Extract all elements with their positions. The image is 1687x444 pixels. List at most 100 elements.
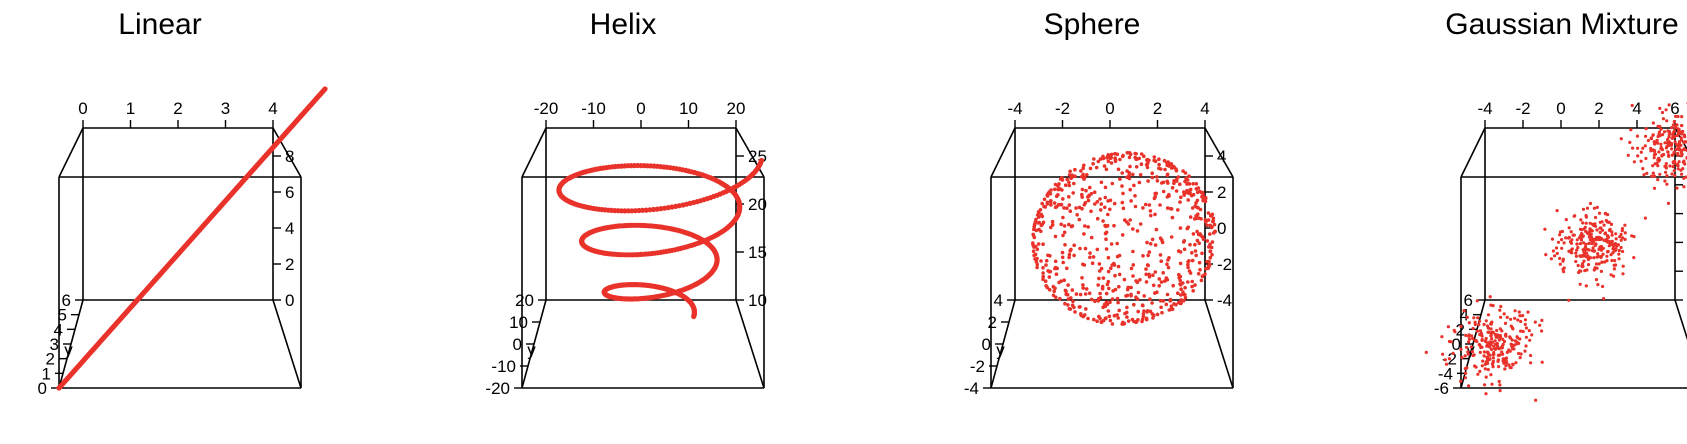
data-point (1683, 162, 1687, 166)
data-point (1081, 283, 1085, 287)
data-point (1497, 338, 1501, 342)
data-point (1082, 177, 1086, 181)
data-point (1208, 255, 1213, 260)
data-point (1581, 207, 1586, 211)
data-point (1161, 271, 1165, 275)
data-point (1032, 227, 1036, 232)
data-point (1487, 352, 1491, 356)
data-point (1523, 349, 1527, 353)
data-point (1672, 119, 1676, 124)
data-point (1048, 191, 1053, 196)
data-point (1489, 347, 1494, 351)
data-point (1483, 339, 1487, 343)
x-tick-label: 0 (1556, 99, 1565, 118)
data-point (1466, 352, 1470, 356)
data-point (1667, 143, 1671, 147)
data-point (1110, 181, 1115, 186)
data-point (1141, 254, 1145, 258)
data-point (1044, 263, 1048, 267)
data-point (1113, 156, 1117, 160)
data-point (1642, 173, 1646, 177)
data-point (1128, 187, 1132, 192)
data-point (1476, 316, 1480, 320)
data-point (1424, 350, 1428, 354)
data-point (1614, 247, 1618, 251)
data-point (1575, 242, 1579, 246)
x-tick-label: 1 (126, 99, 135, 118)
data-point (1099, 266, 1104, 271)
data-point (1499, 315, 1503, 319)
data-point (1125, 315, 1129, 319)
data-point (1500, 329, 1504, 333)
data-point (1198, 268, 1202, 272)
data-point (1602, 297, 1606, 301)
x-tick-label: 0 (1105, 99, 1114, 118)
data-point (1564, 236, 1568, 240)
data-point (1157, 277, 1162, 281)
data-point (1652, 156, 1656, 160)
data-point (1518, 337, 1522, 341)
data-point (1151, 273, 1155, 278)
data-point (1159, 259, 1163, 264)
data-point (1486, 313, 1491, 317)
data-point (1213, 229, 1217, 234)
data-point (1660, 110, 1665, 115)
data-point (1069, 176, 1073, 180)
data-point (1463, 354, 1467, 358)
data-point (1477, 323, 1481, 327)
data-point (1586, 263, 1591, 267)
data-point (1210, 252, 1214, 257)
data-point (1082, 263, 1087, 267)
data-point (1161, 180, 1166, 185)
data-point (1157, 157, 1161, 161)
data-point (1147, 250, 1152, 254)
data-point (1610, 230, 1614, 234)
data-point (1561, 259, 1565, 263)
data-point (1153, 243, 1158, 247)
data-point (1104, 291, 1109, 296)
data-point (1116, 167, 1121, 172)
data-point (1097, 262, 1102, 266)
data-point (1673, 174, 1677, 178)
data-point (1092, 317, 1096, 322)
data-point (1655, 139, 1659, 143)
data-point (1138, 278, 1142, 282)
x-tick-label: 0 (636, 99, 645, 118)
data-point (1196, 212, 1200, 216)
y-tick-label: -10 (491, 357, 516, 376)
data-point (1577, 270, 1581, 275)
data-point (1657, 150, 1661, 154)
data-point (1482, 322, 1486, 327)
data-point (1166, 160, 1170, 164)
data-point (1517, 351, 1521, 356)
data-point (1464, 371, 1468, 375)
data-point (1191, 232, 1196, 236)
data-point (1205, 223, 1209, 228)
data-point (1682, 159, 1686, 163)
data-point (1581, 221, 1585, 225)
data-point (1611, 247, 1615, 251)
data-point (1169, 304, 1174, 309)
data-point (1080, 276, 1084, 280)
data-point (1116, 300, 1120, 305)
x-tick-label: 6 (1670, 99, 1679, 118)
data-point (1190, 284, 1194, 289)
data-point (1676, 114, 1680, 119)
panel-title: Sphere (1044, 8, 1141, 41)
data-point (1183, 179, 1187, 184)
data-point (1490, 337, 1494, 341)
data-point (1673, 140, 1677, 144)
data-point (1200, 274, 1205, 279)
data-point (1507, 363, 1511, 367)
x-tick-label: -2 (1055, 99, 1070, 118)
y-tick-label: 6 (1464, 291, 1473, 310)
data-point (1587, 241, 1591, 246)
box-edge (272, 127, 302, 178)
data-point (1128, 164, 1132, 169)
data-point (1145, 165, 1150, 170)
box-edge (1674, 127, 1687, 151)
y-tick-label: -4 (1438, 364, 1453, 383)
data-point (1188, 242, 1192, 247)
y-tick-label: 0 (982, 335, 991, 354)
data-point (1443, 358, 1447, 362)
